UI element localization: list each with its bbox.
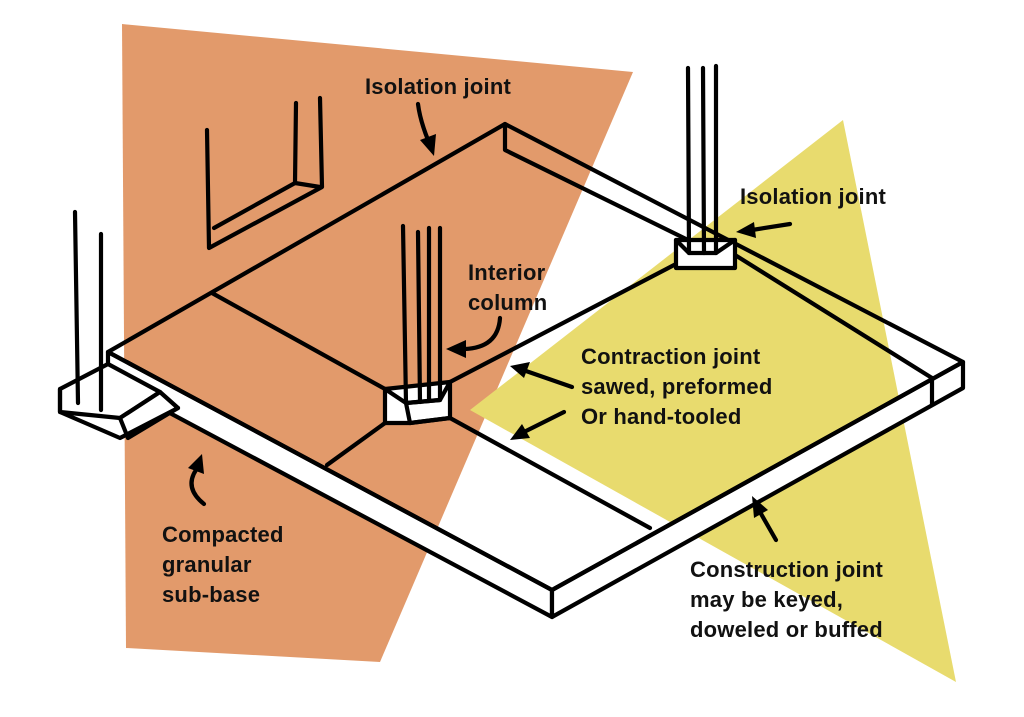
orange-region bbox=[122, 24, 633, 662]
label-isolation-joint-right: Isolation joint bbox=[740, 184, 886, 209]
arrow-construction bbox=[752, 496, 779, 543]
arrows bbox=[188, 101, 793, 543]
slab-top-surface bbox=[105, 121, 966, 593]
arrow-subbase bbox=[188, 454, 207, 507]
contraction-joints bbox=[209, 261, 679, 531]
label-contraction-joint: Contraction joint sawed, preformed Or ha… bbox=[581, 344, 773, 429]
arrow-isolation-right bbox=[736, 221, 793, 238]
label-isolation-joint-top: Isolation joint bbox=[365, 74, 511, 99]
arrow-contraction-2 bbox=[510, 409, 567, 440]
yellow-region bbox=[470, 120, 956, 682]
arrow-contraction-1 bbox=[510, 362, 575, 390]
construction-joint-line bbox=[732, 252, 935, 381]
arrow-isolation-top bbox=[415, 101, 436, 156]
arrow-interior-column bbox=[446, 315, 503, 358]
label-construction-joint: Construction joint may be keyed, doweled… bbox=[690, 557, 884, 642]
wall-section bbox=[204, 95, 325, 251]
label-interior-column: Interior column bbox=[468, 260, 548, 315]
left-column bbox=[57, 209, 181, 441]
corner-column bbox=[673, 63, 738, 271]
slab-back-edge bbox=[502, 121, 691, 243]
interior-column bbox=[382, 223, 453, 426]
label-compacted-subbase: Compacted granular sub-base bbox=[162, 522, 284, 607]
